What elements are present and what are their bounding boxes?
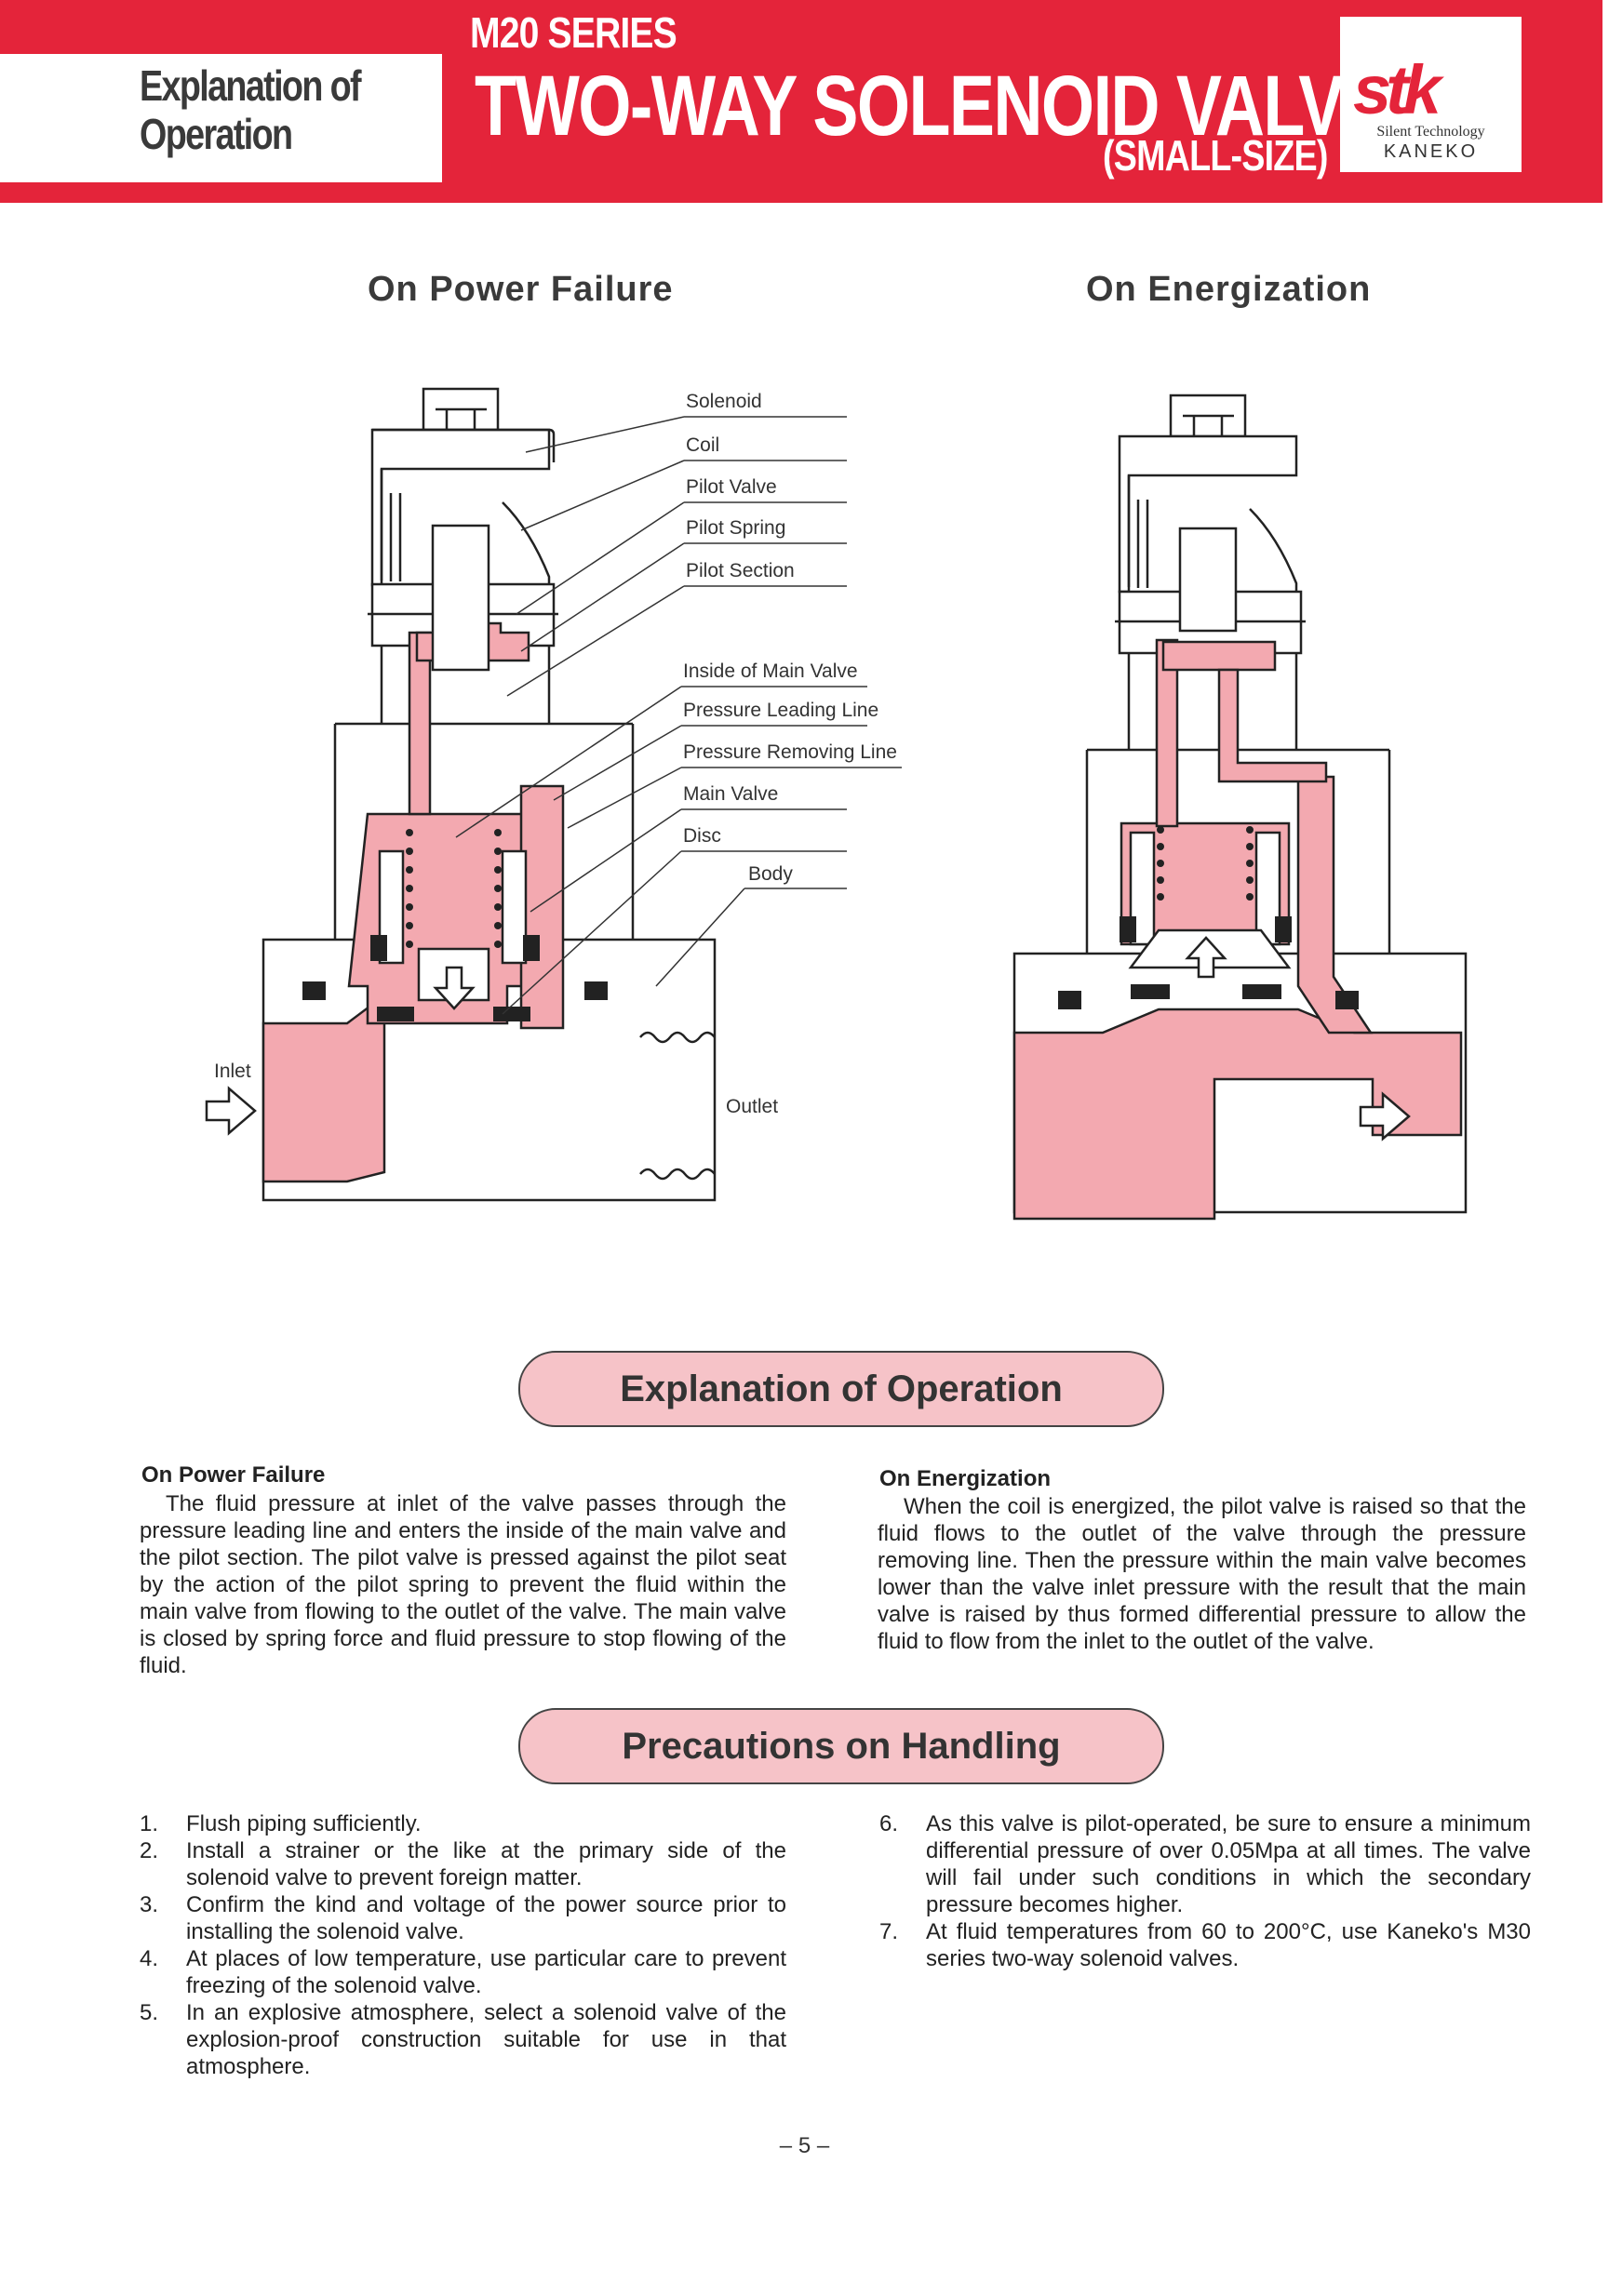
logo-tagline: Silent Technology (1376, 124, 1485, 140)
list-item: 6.As this valve is pilot-operated, be su… (879, 1811, 1531, 1917)
page-title: TWO-WAY SOLENOID VALVES (475, 59, 1432, 154)
power-failure-paragraph: The fluid pressure at inlet of the valve… (140, 1491, 786, 1678)
callout-inside-main-valve: Inside of Main Valve (683, 661, 858, 682)
power-failure-heading: On Power Failure (368, 270, 674, 309)
list-item: 4.At places of low temperature, use part… (140, 1946, 786, 1998)
callout-solenoid: Solenoid (686, 391, 762, 412)
inlet-arrow-icon (205, 1086, 257, 1136)
section-title-line2: Operation (140, 110, 293, 158)
callout-coil: Coil (686, 434, 720, 456)
flow-down-arrow-icon (433, 966, 476, 1010)
power-failure-diagram (205, 387, 902, 1202)
callout-pilot-section: Pilot Section (686, 560, 795, 581)
page-header: Explanation of Operation M20 SERIES TWO-… (0, 0, 1609, 203)
precautions-list-right: 6.As this valve is pilot-operated, be su… (879, 1810, 1531, 1972)
list-item: 7.At fluid temperatures from 60 to 200°C… (879, 1919, 1531, 1971)
callout-pilot-spring: Pilot Spring (686, 517, 786, 539)
callout-pressure-removing-line: Pressure Removing Line (683, 741, 897, 763)
callout-body: Body (748, 863, 793, 885)
header-white-tab (0, 54, 442, 182)
section-title: Explanation of Operation (140, 61, 362, 158)
outlet-arrow-icon (1359, 1091, 1411, 1141)
energization-subheading: On Energization (879, 1466, 1052, 1491)
precautions-heading: Precautions on Handling (518, 1708, 1164, 1784)
energization-diagram (1012, 394, 1468, 1221)
list-item: 2.Install a strainer or the like at the … (140, 1838, 786, 1890)
section-title-line1: Explanation of (140, 61, 362, 110)
explanation-heading: Explanation of Operation (518, 1351, 1164, 1427)
inlet-label: Inlet (214, 1061, 251, 1082)
pilot-plunger (431, 524, 490, 672)
callout-pressure-leading-line: Pressure Leading Line (683, 700, 879, 721)
kaneko-logo: stk Silent Technology KANEKO (1340, 17, 1522, 172)
page-number: – 5 – (779, 2133, 830, 2158)
pilot-plunger-raised (1178, 527, 1238, 633)
flow-up-arrow-icon (1185, 936, 1227, 979)
list-item: 3.Confirm the kind and voltage of the po… (140, 1892, 786, 1944)
power-failure-subheading: On Power Failure (141, 1462, 326, 1488)
list-item: 5.In an explosive atmosphere, select a s… (140, 2000, 786, 2079)
outlet-label: Outlet (726, 1096, 779, 1117)
precautions-list-left: 1.Flush piping sufficiently. 2.Install a… (140, 1810, 786, 2080)
energization-heading: On Energization (1086, 270, 1372, 309)
callout-pilot-valve: Pilot Valve (686, 476, 777, 498)
series-label: M20 SERIES (470, 8, 677, 57)
logo-mark: stk (1353, 51, 1441, 128)
logo-brand: KANEKO (1383, 141, 1479, 162)
callout-main-valve: Main Valve (683, 783, 779, 805)
energization-paragraph: When the coil is energized, the pilot va… (878, 1494, 1526, 1654)
callout-disc: Disc (683, 825, 721, 847)
list-item: 1.Flush piping sufficiently. (140, 1811, 422, 1836)
page-subtitle: (SMALL-SIZE) (1103, 131, 1328, 180)
